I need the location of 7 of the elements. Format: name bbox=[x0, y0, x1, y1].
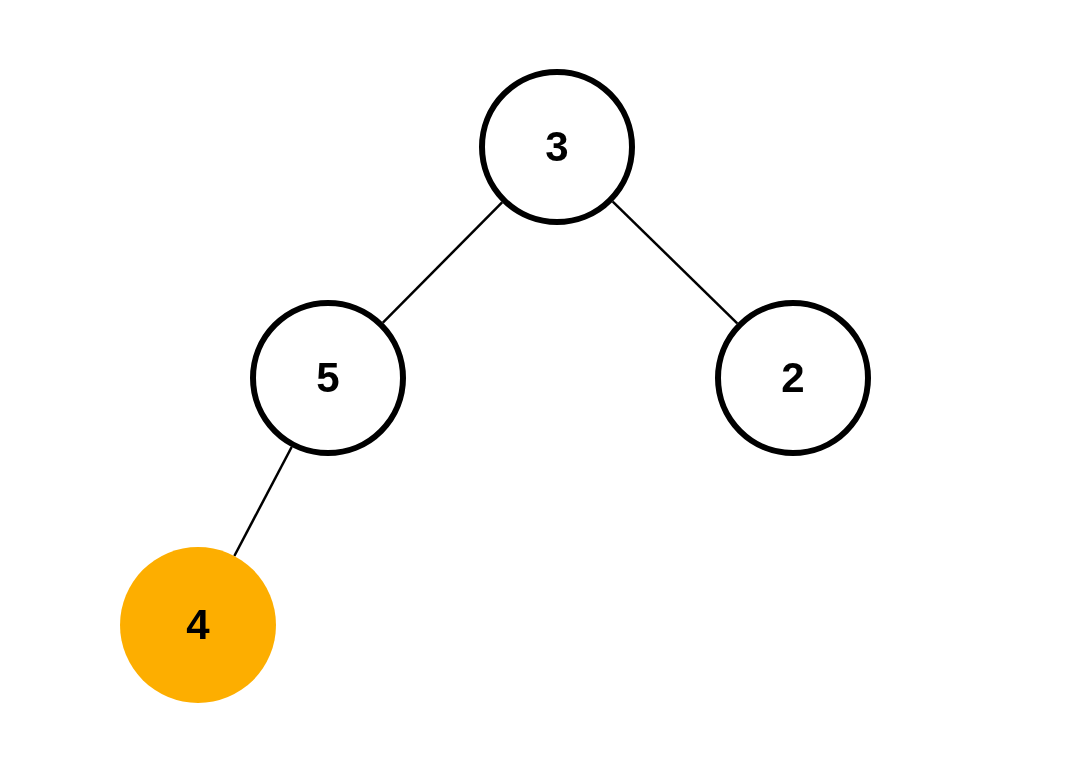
node-value: 2 bbox=[781, 357, 805, 399]
connector-line bbox=[382, 201, 503, 324]
node-value: 3 bbox=[545, 126, 569, 168]
connector-line bbox=[611, 200, 739, 325]
connector-line bbox=[233, 446, 293, 557]
node-value: 4 bbox=[186, 604, 210, 646]
node-value: 5 bbox=[316, 357, 340, 399]
